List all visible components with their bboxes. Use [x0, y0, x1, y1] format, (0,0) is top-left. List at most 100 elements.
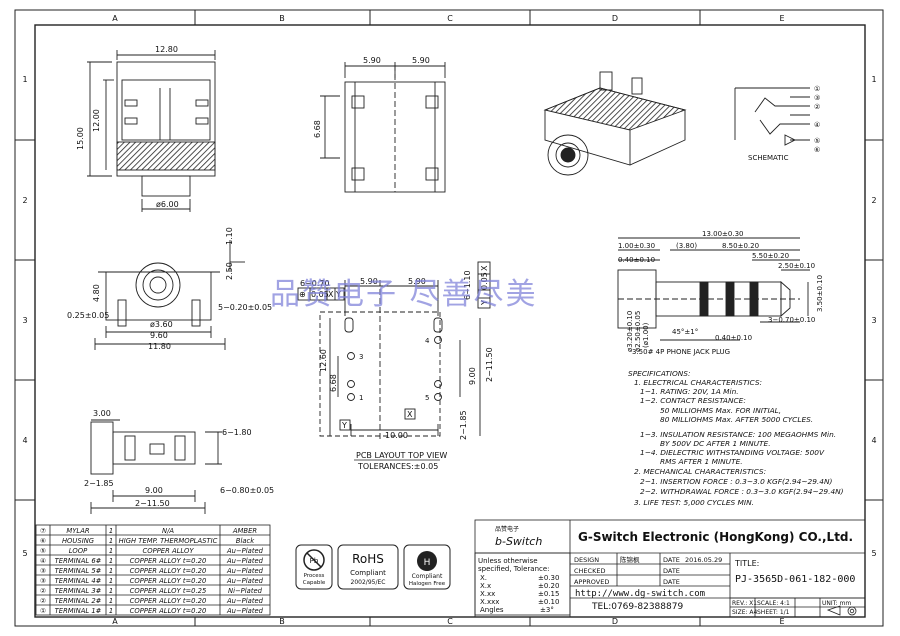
spec-line: 3. LIFE TEST: 5,000 CYCLES MIN. — [634, 498, 754, 507]
dim-label: 0.40±0.10 — [715, 334, 752, 342]
svg-text:TERMINAL 3#: TERMINAL 3# — [55, 587, 102, 595]
col-label: B — [279, 14, 285, 23]
svg-text:Au−Plated: Au−Plated — [226, 597, 264, 605]
dim-label: 3.50±0.10 — [816, 275, 824, 312]
svg-text:③: ③ — [40, 567, 46, 575]
spec-line: BY 500V DC AFTER 1 MINUTE. — [660, 439, 771, 448]
tol-key: X. — [480, 574, 487, 582]
side-view-dims: 5.90 5.90 6.68 — [313, 56, 430, 138]
front-view-dims: 1.10 2.50 4.80 0.25±0.05 ø3.60 9.60 11.8… — [67, 227, 272, 351]
tol-key: X.xx — [480, 590, 495, 598]
spec-line: 2. MECHANICAL CHARACTERISTICS: — [634, 467, 766, 476]
dim-label: 15.00 — [76, 127, 85, 150]
svg-text:②: ② — [40, 587, 46, 595]
spec-line: 1−3. INSULATION RESISTANCE: 100 MEGAOHMS… — [640, 430, 836, 439]
svg-text:1: 1 — [109, 557, 113, 565]
dim-label: 3.00 — [93, 409, 111, 418]
dim-label: 12.60 — [319, 349, 328, 372]
dim-label: 1.00±0.30 — [618, 242, 655, 250]
svg-text:①: ① — [40, 607, 46, 615]
svg-text:③: ③ — [40, 577, 46, 585]
dim-label: 9.00 — [145, 486, 163, 495]
dim-label: 5.50±0.20 — [752, 252, 789, 260]
dim-label: 6.68 — [313, 120, 322, 138]
row-label: 1 — [871, 75, 876, 84]
datum-label: Y — [341, 421, 347, 430]
pcb-caption: PCB LAYOUT TOP VIEW — [356, 451, 447, 460]
datum-label: X — [407, 410, 413, 419]
gdt-datum: Y — [335, 290, 341, 299]
dim-label: 2−11.50 — [135, 499, 170, 508]
spec-line: 1−4. DIELECTRIC WITHSTANDING VOLTAGE: 50… — [640, 448, 825, 457]
spec-line: RMS AFTER 1 MINUTE. — [660, 457, 743, 466]
svg-text:TERMINAL 5#: TERMINAL 5# — [55, 567, 102, 575]
dim-label: 6−0.80±0.05 — [220, 486, 274, 495]
svg-text:HOUSING: HOUSING — [62, 537, 94, 545]
row-label: 2 — [871, 196, 876, 205]
svg-text:1: 1 — [109, 577, 113, 585]
tol-heading: Unless otherwise — [478, 557, 538, 565]
svg-text:1: 1 — [109, 587, 113, 595]
sheet: SHEET: 1/1 — [757, 609, 790, 616]
gdt-datum: X — [480, 265, 489, 271]
dim-label: 5.90 — [360, 277, 378, 286]
pcb-layout — [297, 261, 491, 440]
svg-text:1: 1 — [109, 527, 113, 535]
dim-label: 0.40±0.10 — [618, 256, 655, 264]
svg-text:Au−Plated: Au−Plated — [226, 567, 264, 575]
dim-label: 9.60 — [150, 331, 168, 340]
tol-key: X.x — [480, 582, 491, 590]
frame-row-labels-right: 1 2 3 4 5 — [871, 75, 876, 558]
dim-label: 45°±1° — [672, 328, 698, 336]
svg-text:Ni−Plated: Ni−Plated — [228, 587, 263, 595]
halogen-line: Compliant — [412, 573, 443, 580]
rohs-title: RoHS — [352, 552, 384, 566]
pb-free-badge: Pb Process Capable — [295, 544, 333, 590]
col-label: E — [779, 617, 784, 626]
spec-line: SPECIFICATIONS: — [628, 369, 691, 378]
col-label: B — [279, 617, 285, 626]
halogen-free-badge: H Compliant Halogen Free — [403, 544, 451, 590]
col-label: E — [779, 14, 784, 23]
tol-value: ±0.20 — [538, 582, 559, 590]
pin-number: 3 — [359, 353, 363, 361]
dim-label: 6−1.80 — [222, 428, 252, 437]
dim-label: ø2.50±0.05 — [634, 311, 642, 352]
row-label: 2 — [22, 196, 27, 205]
dim-label: 2−11.50 — [485, 347, 494, 382]
row-label: 5 — [871, 549, 876, 558]
dim-label: 3−0.70±0.10 — [768, 316, 815, 324]
svg-text:MYLAR: MYLAR — [66, 527, 89, 535]
tol-key: Angles — [480, 606, 504, 614]
part-number: PJ-3565D-061-182-000 — [735, 574, 855, 585]
svg-text:⑤: ⑤ — [40, 547, 46, 555]
title-block — [474, 519, 866, 618]
col-label: D — [612, 617, 618, 626]
tol-value: ±0.15 — [538, 590, 559, 598]
drawing-frame — [14, 9, 884, 627]
plug-dims: 13.00±0.30 1.00±0.30 (3.80) 8.50±0.20 0.… — [618, 230, 824, 356]
svg-text:LOOP: LOOP — [69, 547, 88, 555]
dim-label: ø3.60 — [150, 320, 173, 329]
specifications: SPECIFICATIONS: 1. ELECTRICAL CHARACTERI… — [628, 369, 844, 507]
tolerance-text: Unless otherwise specified, Tolerance: X… — [478, 557, 559, 614]
watermark-text: 品赞电子 尽善尽美 — [270, 277, 538, 312]
svg-text:COPPER ALLOY t=0.20: COPPER ALLOY t=0.20 — [130, 607, 207, 615]
halogen-glyph: H — [424, 558, 431, 568]
tol-value: ±0.10 — [538, 598, 559, 606]
top-view-dims: 12.80 12.00 15.00 ø6.00 — [76, 45, 179, 209]
spec-line: 1. ELECTRICAL CHARACTERISTICS: — [634, 378, 762, 387]
svg-text:COPPER ALLOY t=0.20: COPPER ALLOY t=0.20 — [130, 567, 207, 575]
dim-label: 8.50±0.20 — [722, 242, 759, 250]
dim-label: 12.80 — [155, 45, 178, 54]
company-url: http://www.dg-switch.com — [575, 589, 705, 599]
frame-column-labels-top: A B C D E — [112, 14, 784, 23]
dim-label: 13.00±0.30 — [702, 230, 744, 238]
